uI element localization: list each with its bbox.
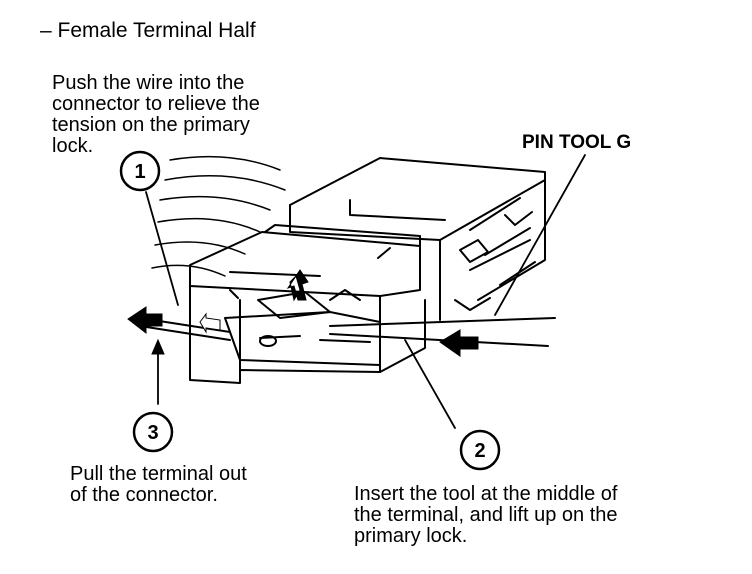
connector-rear-housing: [289, 157, 546, 321]
lift-arrow-icon: [286, 269, 309, 302]
leader-line-2: [404, 339, 456, 429]
step-1-instruction: Push the wire into the connector to reli…: [52, 72, 260, 157]
step-3-badge: 3: [132, 411, 174, 453]
page-title: – Female Terminal Half: [40, 19, 256, 42]
step-3-instruction: Pull the terminal out of the connector.: [70, 463, 247, 506]
pin-tool-label: PIN TOOL G: [522, 132, 632, 153]
push-arrow-icon: [199, 312, 221, 334]
step-2-number: 2: [474, 440, 485, 462]
leader-line-1: [145, 191, 179, 306]
step-3-number: 3: [147, 422, 158, 444]
step-2-badge: 2: [459, 429, 501, 471]
leader-line-tool: [494, 154, 586, 316]
insert-arrow-icon: [439, 329, 479, 357]
motion-lines: [151, 155, 286, 277]
leader-arrowhead-3: [151, 338, 165, 355]
connector-front-housing: [189, 224, 426, 384]
step-2-instruction: Insert the tool at the middle of the ter…: [354, 483, 618, 547]
pin-tool: [329, 317, 556, 347]
pull-arrow-icon: [127, 306, 163, 335]
female-terminal: [224, 291, 381, 366]
step-1-badge: 1: [119, 150, 161, 192]
step-1-number: 1: [134, 161, 145, 183]
